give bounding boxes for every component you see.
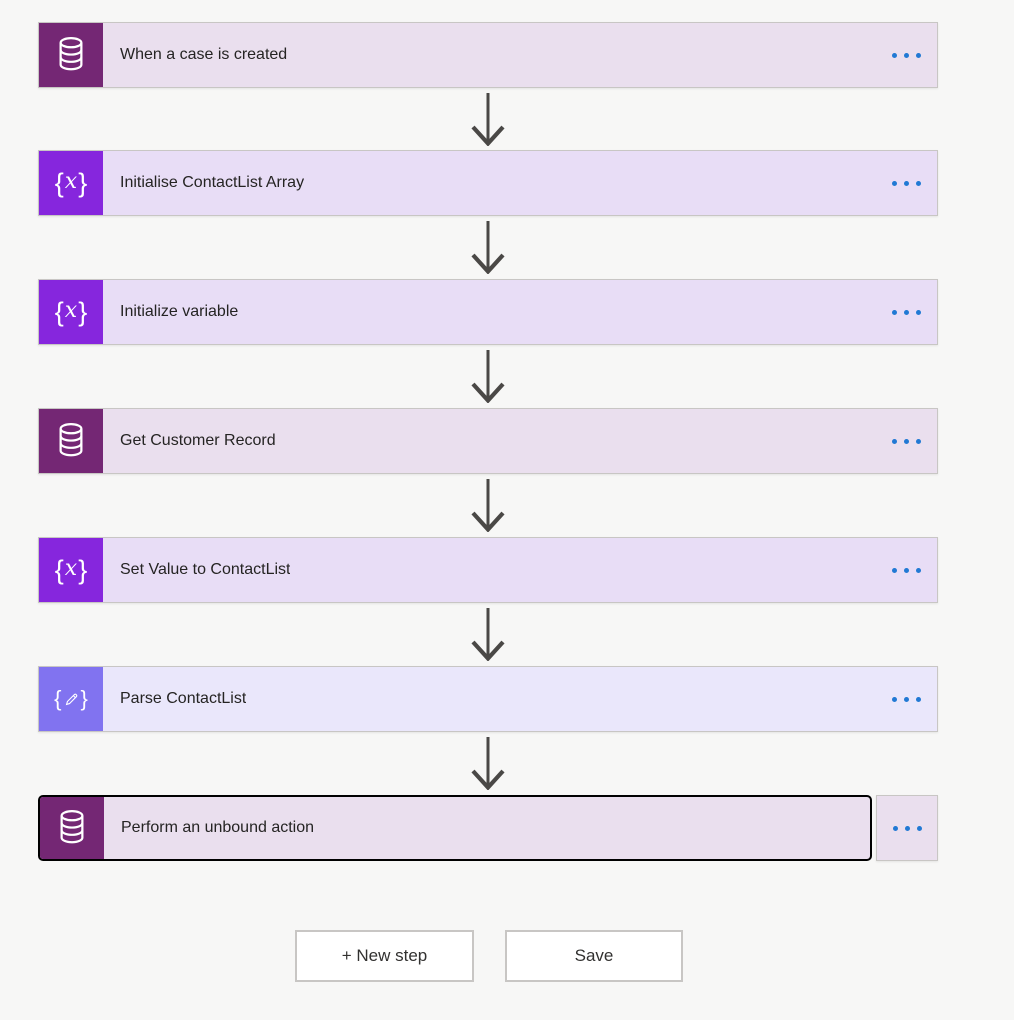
flow-step-card-set-value-to-contactlist[interactable]: {x} Set Value to ContactList [38, 537, 938, 603]
new-step-button[interactable]: + New step [295, 930, 474, 982]
ellipsis-dot-icon [903, 180, 909, 186]
dataverse-database-icon [39, 409, 103, 473]
step-title: When a case is created [120, 46, 288, 63]
connector-arrow-icon[interactable] [470, 736, 506, 791]
ellipsis-dot-icon [904, 825, 910, 831]
parse-json-pencil-icon: {} [39, 667, 103, 731]
step-menu-button[interactable] [875, 667, 937, 731]
flow-step-main[interactable]: When a case is created [39, 23, 875, 87]
flow-step-card-parse-contactlist[interactable]: {} Parse ContactList [38, 666, 938, 732]
ellipsis-dot-icon [903, 52, 909, 58]
connector-arrow-icon[interactable] [470, 220, 506, 275]
step-menu-button[interactable] [875, 409, 937, 473]
step-title: Initialise ContactList Array [120, 174, 305, 191]
parse-json-pencil-icon: {} [54, 686, 88, 711]
flow-step-card-when-a-case-is-created[interactable]: When a case is created [38, 22, 938, 88]
ellipsis-dot-icon [915, 567, 921, 573]
ellipsis-dot-icon [903, 438, 909, 444]
ellipsis-dot-icon [916, 825, 922, 831]
flow-step-card-initialize-variable[interactable]: {x} Initialize variable [38, 279, 938, 345]
dataverse-database-icon [59, 36, 83, 71]
step-menu-button[interactable] [875, 151, 937, 215]
flow-step-main[interactable]: {x} Set Value to ContactList [39, 538, 875, 602]
ellipsis-dot-icon [891, 438, 897, 444]
step-title: Set Value to ContactList [120, 561, 291, 578]
ellipsis-dot-icon [915, 438, 921, 444]
variable-x-icon: {x} [39, 280, 103, 344]
variable-x-icon: {x} [54, 167, 88, 198]
step-menu-button[interactable] [875, 23, 937, 87]
flow-step-main[interactable]: {x} Initialise ContactList Array [39, 151, 875, 215]
save-button[interactable]: Save [505, 930, 683, 982]
ellipsis-dot-icon [915, 696, 921, 702]
pencil-icon [65, 693, 77, 705]
ellipsis-dot-icon [891, 180, 897, 186]
step-title: Initialize variable [120, 303, 239, 320]
connector-arrow-icon[interactable] [470, 607, 506, 662]
dataverse-database-icon [60, 809, 84, 844]
variable-x-icon: {x} [54, 296, 88, 327]
flow-step-card-perform-an-unbound-action[interactable]: Perform an unbound action [38, 795, 938, 861]
step-title: Perform an unbound action [121, 819, 315, 836]
ellipsis-dot-icon [903, 567, 909, 573]
ellipsis-dot-icon [892, 825, 898, 831]
flow-step-card-initialise-contactlist-array[interactable]: {x} Initialise ContactList Array [38, 150, 938, 216]
ellipsis-dot-icon [915, 309, 921, 315]
dataverse-database-icon [39, 23, 103, 87]
ellipsis-dot-icon [903, 309, 909, 315]
flow-step-main[interactable]: Perform an unbound action [38, 795, 872, 861]
connector-arrow-icon[interactable] [470, 92, 506, 147]
flow-step-card-get-customer-record[interactable]: Get Customer Record [38, 408, 938, 474]
connector-arrow-icon[interactable] [470, 349, 506, 404]
variable-x-icon: {x} [54, 554, 88, 585]
step-menu-button[interactable] [876, 795, 938, 861]
step-title: Get Customer Record [120, 432, 276, 449]
step-menu-button[interactable] [875, 280, 937, 344]
ellipsis-dot-icon [891, 52, 897, 58]
ellipsis-dot-icon [915, 180, 921, 186]
flow-step-main[interactable]: Get Customer Record [39, 409, 875, 473]
flow-step-main[interactable]: {x} Initialize variable [39, 280, 875, 344]
variable-x-icon: {x} [39, 151, 103, 215]
dataverse-database-icon [40, 797, 104, 859]
ellipsis-dot-icon [891, 567, 897, 573]
ellipsis-dot-icon [891, 696, 897, 702]
step-title: Parse ContactList [120, 690, 247, 707]
dataverse-database-icon [59, 422, 83, 457]
variable-x-icon: {x} [39, 538, 103, 602]
ellipsis-dot-icon [915, 52, 921, 58]
ellipsis-dot-icon [903, 696, 909, 702]
step-menu-button[interactable] [875, 538, 937, 602]
flow-step-main[interactable]: {} Parse ContactList [39, 667, 875, 731]
ellipsis-dot-icon [891, 309, 897, 315]
connector-arrow-icon[interactable] [470, 478, 506, 533]
